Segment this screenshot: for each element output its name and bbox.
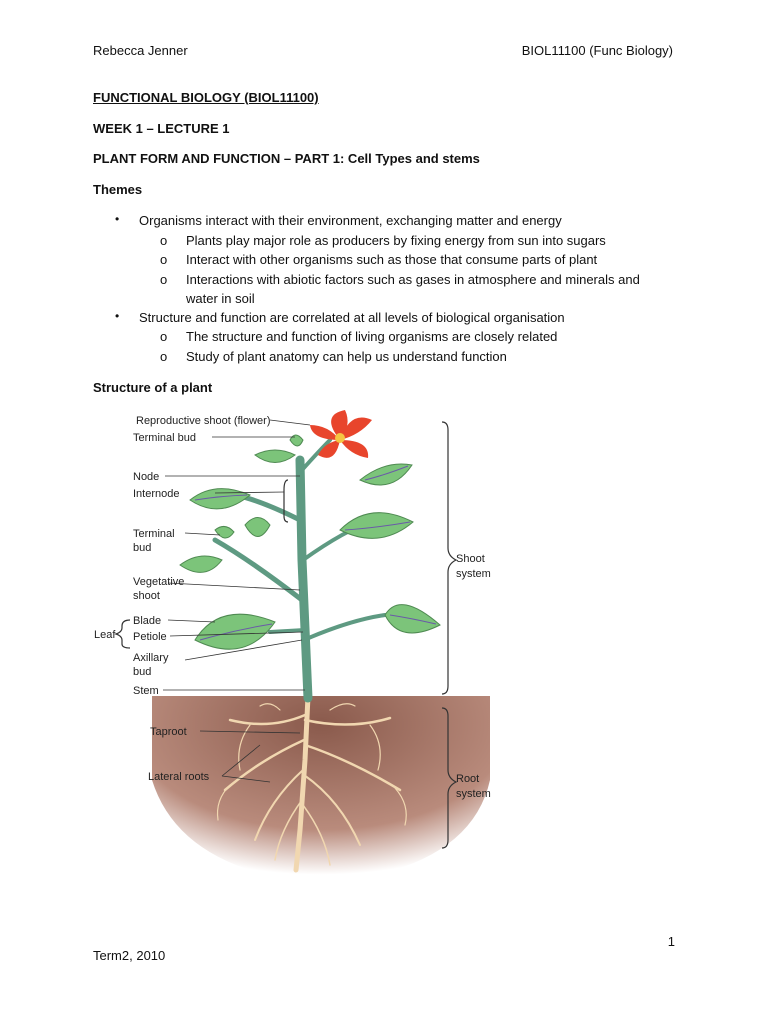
label-axillary-2: bud bbox=[133, 666, 151, 678]
sub-bullet-text: Interactions with abiotic factors such a… bbox=[186, 272, 640, 287]
label-axillary-1: Axillary bbox=[133, 652, 169, 664]
label-root-system-2: system bbox=[456, 788, 491, 800]
bullet-mark: • bbox=[115, 309, 120, 323]
sub-bullet-text: Study of plant anatomy can help us under… bbox=[186, 349, 507, 364]
label-node: Node bbox=[133, 471, 159, 483]
lecture-label: WEEK 1 – LECTURE 1 bbox=[93, 121, 230, 136]
label-shoot-system-1: Shoot bbox=[456, 553, 485, 565]
label-stem: Stem bbox=[133, 685, 159, 697]
structure-heading: Structure of a plant bbox=[93, 380, 213, 395]
label-internode: Internode bbox=[133, 488, 179, 500]
stem-drawing bbox=[212, 438, 387, 703]
label-vegetative-1: Vegetative bbox=[133, 576, 184, 588]
sub-bullet-text: Interact with other organisms such as th… bbox=[186, 252, 598, 267]
sub-bullet-text: Plants play major role as producers by f… bbox=[186, 233, 606, 248]
label-leaf: Leaf bbox=[94, 629, 116, 641]
root-system-drawing bbox=[216, 693, 407, 873]
label-terminal-bud-1: Terminal bbox=[133, 528, 175, 540]
label-taproot: Taproot bbox=[150, 726, 187, 738]
sub-bullet-mark: o bbox=[160, 233, 168, 248]
themes-heading: Themes bbox=[93, 182, 143, 197]
label-shoot-system-2: system bbox=[456, 568, 491, 580]
bullet-text: Structure and function are correlated at… bbox=[139, 310, 565, 325]
plant-structure-diagram: Reproductive shoot (flower) Terminal bud… bbox=[94, 410, 491, 884]
header-author: Rebecca Jenner bbox=[93, 43, 188, 58]
course-title: FUNCTIONAL BIOLOGY (BIOL11100) bbox=[93, 90, 319, 105]
sub-bullet-text: The structure and function of living org… bbox=[186, 329, 558, 344]
sub-bullet-mark: o bbox=[160, 272, 168, 287]
footer-term: Term2, 2010 bbox=[93, 948, 166, 963]
label-terminal-bud-top: Terminal bud bbox=[133, 432, 196, 444]
sub-bullet-text: water in soil bbox=[186, 291, 255, 306]
sub-bullet-mark: o bbox=[160, 252, 168, 267]
label-vegetative-2: shoot bbox=[133, 590, 160, 602]
system-brackets bbox=[114, 421, 458, 849]
label-blade: Blade bbox=[133, 615, 161, 627]
label-lateral-roots: Lateral roots bbox=[148, 771, 210, 783]
leader-lines bbox=[163, 419, 311, 783]
label-reproductive-shoot: Reproductive shoot (flower) bbox=[136, 415, 271, 427]
label-root-system-1: Root bbox=[456, 773, 479, 785]
label-petiole: Petiole bbox=[133, 631, 167, 643]
topic-title: PLANT FORM AND FUNCTION – PART 1: Cell T… bbox=[93, 151, 480, 166]
page-number: 1 bbox=[667, 934, 675, 949]
leaf-veins bbox=[194, 465, 437, 641]
header-course: BIOL11100 (Func Biology) bbox=[521, 43, 673, 58]
flower-drawing bbox=[310, 410, 372, 458]
bullet-mark: • bbox=[115, 212, 120, 226]
label-terminal-bud-2: bud bbox=[133, 542, 151, 554]
bullet-text: Organisms interact with their environmen… bbox=[139, 213, 562, 228]
sub-bullet-mark: o bbox=[160, 329, 168, 344]
sub-bullet-mark: o bbox=[160, 349, 168, 364]
